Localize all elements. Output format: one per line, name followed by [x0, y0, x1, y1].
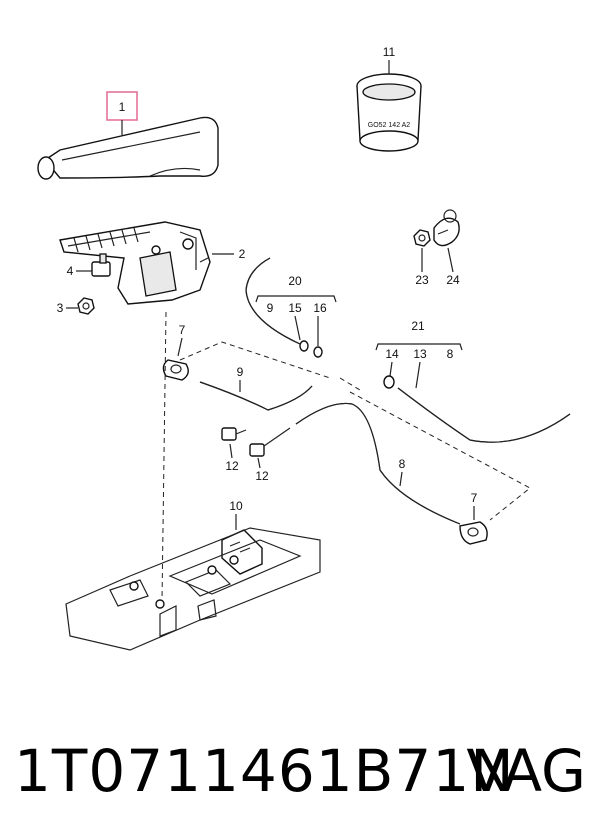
part-23-nut[interactable] — [413, 229, 431, 247]
callout-13[interactable]: 13 — [413, 347, 427, 361]
part-4-switch[interactable] — [91, 253, 111, 277]
callout-24[interactable]: 24 — [446, 273, 460, 287]
part-12-fitting-left[interactable] — [221, 427, 247, 441]
callout-3[interactable]: 3 — [57, 301, 64, 315]
callout-4[interactable]: 4 — [67, 264, 74, 278]
brand-label: VAG — [466, 737, 586, 805]
ring-marking: GO52 142 A2 — [368, 122, 411, 129]
callout-9-upper[interactable]: 9 — [267, 301, 274, 315]
part-8-hose[interactable] — [295, 402, 461, 525]
part-12-fitting-right[interactable] — [249, 427, 291, 457]
part-7-clip-upper[interactable] — [162, 359, 189, 381]
callout-12-left[interactable]: 12 — [225, 459, 239, 473]
callout-10[interactable]: 10 — [229, 499, 243, 513]
callout-15[interactable]: 15 — [288, 301, 302, 315]
callout-20[interactable]: 20 — [288, 274, 302, 288]
callout-7-upper[interactable]: 7 — [179, 323, 186, 337]
callout-2[interactable]: 2 — [239, 247, 246, 261]
callout-8-lower[interactable]: 8 — [399, 457, 406, 471]
callout-7-lower[interactable]: 7 — [471, 491, 478, 505]
part-11-ring[interactable]: GO52 142 A2 — [356, 73, 422, 152]
part-number: 1T0711461B71N — [14, 737, 515, 805]
part-15-connector[interactable] — [299, 340, 309, 352]
callout-8-upper[interactable]: 8 — [447, 347, 454, 361]
part-9-hose-upper[interactable] — [245, 257, 301, 345]
part-13-hose[interactable] — [397, 387, 571, 443]
part-9-hose-lower[interactable] — [199, 381, 313, 411]
callout-21[interactable]: 21 — [411, 319, 425, 333]
parts-diagram: 1 GO52 142 A2 11 23 24 2 4 — [37, 45, 571, 651]
alignment-guide — [161, 311, 167, 601]
part-16-ring[interactable] — [313, 346, 323, 358]
part-7-clip-lower[interactable] — [459, 521, 488, 545]
part-1-lever-grip[interactable] — [37, 116, 219, 180]
callout-23[interactable]: 23 — [415, 273, 429, 287]
callout-11[interactable]: 11 — [383, 45, 396, 59]
callout-9-lower[interactable]: 9 — [237, 365, 244, 379]
part-14-o-ring[interactable] — [383, 375, 395, 389]
floor-panel — [65, 527, 321, 651]
part-3-nut[interactable] — [77, 297, 95, 315]
assembly-boundary — [179, 341, 331, 379]
part-2-lever-assembly[interactable] — [59, 221, 211, 305]
part-24-clip[interactable] — [433, 209, 460, 247]
callout-16[interactable]: 16 — [313, 301, 327, 315]
callout-14[interactable]: 14 — [385, 347, 399, 361]
callout-12-right[interactable]: 12 — [255, 469, 269, 483]
callout-1[interactable]: 1 — [119, 100, 126, 114]
